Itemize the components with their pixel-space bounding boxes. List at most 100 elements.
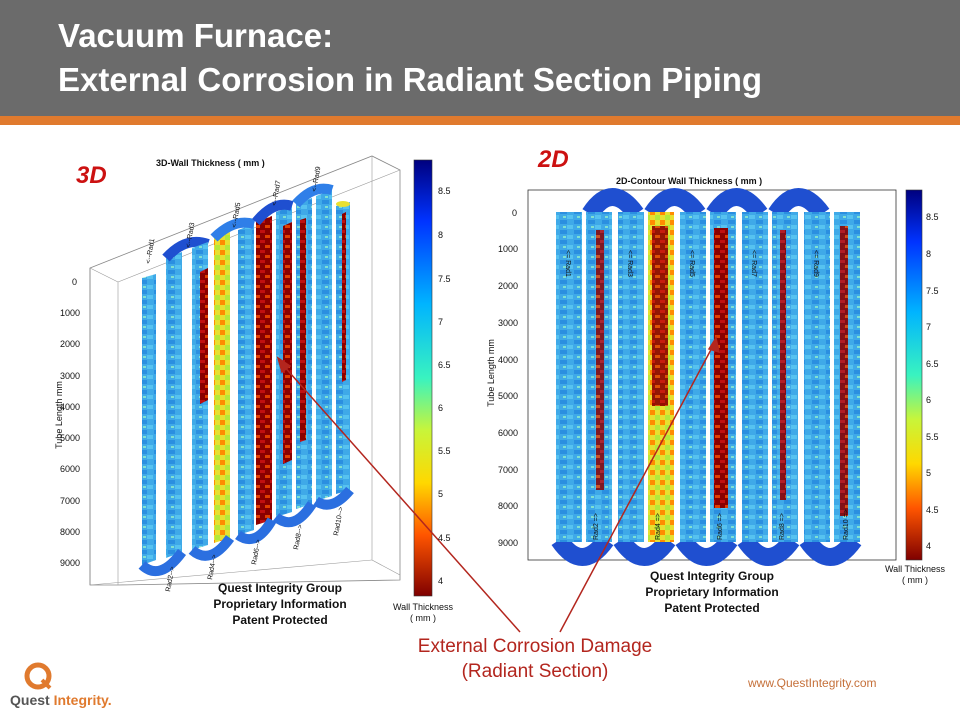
tag-3d-rad1: <--Rad1 bbox=[145, 238, 156, 264]
cb3d-tick-8: 8 bbox=[438, 230, 444, 240]
cb3d-tick-6-5: 6.5 bbox=[438, 360, 451, 370]
colorbar-3d-label: Wall Thickness ( mm ) bbox=[388, 602, 458, 624]
y3d-tick-7000: 7000 bbox=[60, 496, 81, 506]
plot-2d-title: 2D-Contour Wall Thickness ( mm ) bbox=[616, 176, 763, 186]
colorbar-2d bbox=[905, 189, 923, 561]
y2d-tick-6000: 6000 bbox=[498, 428, 519, 438]
tag-2d-rad8: Rad8 => bbox=[779, 513, 786, 540]
tube-3d-1 bbox=[142, 274, 156, 565]
tag-2d-rad10: Rad10 => bbox=[843, 509, 850, 540]
tube-2d-3 bbox=[618, 212, 644, 542]
cb3d-tick-5: 5 bbox=[438, 489, 444, 499]
damage-line1: External Corrosion Damage bbox=[417, 636, 653, 657]
tube-3d-4 bbox=[188, 232, 235, 561]
tag-3d-rad9: <--Rad9 bbox=[311, 166, 322, 192]
plot-2d-ylabel: Tube Length mm bbox=[486, 339, 496, 407]
cb3d-tick-8-5: 8.5 bbox=[438, 186, 451, 196]
y3d-tick-1000: 1000 bbox=[60, 308, 81, 318]
y3d-tick-2000: 2000 bbox=[60, 339, 81, 349]
y2d-tick-2000: 2000 bbox=[498, 281, 519, 291]
tag-3d-rad4: Rad4--> bbox=[207, 554, 218, 580]
cb2d-label-line2: ( mm ) bbox=[902, 575, 928, 585]
damage-line2: (Radiant Section) bbox=[461, 661, 609, 682]
cb2d-tick-5-5: 5.5 bbox=[926, 432, 939, 442]
quest-logo-icon bbox=[24, 662, 52, 690]
cb3d-tick-4-5: 4.5 bbox=[438, 533, 451, 543]
y3d-tick-5000: 5000 bbox=[60, 433, 81, 443]
cb2d-tick-8-5: 8.5 bbox=[926, 212, 939, 222]
website-link[interactable]: www.QuestIntegrity.com bbox=[748, 676, 877, 690]
cb3d-label-line1: Wall Thickness bbox=[392, 602, 454, 612]
y2d-tick-8000: 8000 bbox=[498, 501, 519, 511]
cb3d-tick-7-5: 7.5 bbox=[438, 274, 451, 284]
label-2d: 2D bbox=[538, 146, 569, 173]
y3d-tick-3000: 3000 bbox=[60, 371, 81, 381]
tag-3d-rad5: <--Rad5 bbox=[231, 202, 242, 228]
colorbar-3d bbox=[413, 159, 433, 597]
header-banner bbox=[0, 0, 960, 116]
cb3d-label-line2: ( mm ) bbox=[410, 613, 436, 623]
tag-3d-rad10: Rad10--> bbox=[333, 506, 345, 536]
cb2d-tick-4: 4 bbox=[926, 541, 932, 551]
plot-3d bbox=[89, 155, 401, 586]
caption-3d-line3: Patent Protected bbox=[232, 613, 328, 627]
tube-3d-3 bbox=[192, 242, 208, 550]
y2d-tick-5000: 5000 bbox=[498, 391, 519, 401]
cb2d-tick-5: 5 bbox=[926, 468, 932, 478]
tube-2d-9 bbox=[804, 212, 830, 542]
title-line-1: Vacuum Furnace: bbox=[58, 17, 334, 54]
tube-3d-8 bbox=[272, 198, 317, 528]
caption-3d: Quest Integrity Group Proprietary Inform… bbox=[190, 580, 370, 628]
cb3d-tick-7: 7 bbox=[438, 317, 444, 327]
tube-2d-7 bbox=[742, 212, 768, 542]
tag-3d-rad6: Rad6--> bbox=[251, 539, 262, 565]
tag-2d-rad9: <= Rad9 bbox=[812, 250, 819, 277]
tag-2d-rad1: <= Rad1 bbox=[564, 250, 571, 277]
cb2d-tick-7-5: 7.5 bbox=[926, 286, 939, 296]
caption-2d-line3: Patent Protected bbox=[664, 601, 760, 615]
cb2d-tick-4-5: 4.5 bbox=[926, 505, 939, 515]
tag-3d-rad3: <--Rad3 bbox=[185, 222, 196, 248]
y2d-tick-1000: 1000 bbox=[498, 244, 519, 254]
plot-2d bbox=[527, 188, 897, 566]
y3d-tick-4000: 4000 bbox=[60, 402, 81, 412]
tag-2d-rad6: Rad6 => bbox=[717, 513, 724, 540]
plot-3d-ylabel: Tube Length mm bbox=[54, 381, 64, 449]
colorbar-2d-label: Wall Thickness ( mm ) bbox=[880, 564, 950, 586]
slide-title: Vacuum Furnace: External Corrosion in Ra… bbox=[58, 14, 762, 102]
tag-2d-rad4: Rad4 => bbox=[655, 513, 662, 540]
y2d-tick-7000: 7000 bbox=[498, 465, 519, 475]
cb2d-tick-6-5: 6.5 bbox=[926, 359, 939, 369]
cb3d-tick-4: 4 bbox=[438, 576, 444, 586]
tag-2d-rad3: <= Rad3 bbox=[626, 250, 633, 277]
caption-3d-line2: Proprietary Information bbox=[213, 597, 347, 611]
tag-3d-rad8: Rad8--> bbox=[293, 524, 304, 550]
cb2d-label-line1: Wall Thickness bbox=[884, 564, 946, 574]
tube-2d-1 bbox=[556, 212, 582, 542]
tag-3d-rad7: <--Rad7 bbox=[271, 180, 282, 206]
tube-3d-2 bbox=[138, 236, 210, 577]
y2d-tick-9000: 9000 bbox=[498, 538, 519, 548]
y2d-tick-0: 0 bbox=[512, 208, 518, 218]
plot-3d-title: 3D-Wall Thickness ( mm ) bbox=[156, 158, 265, 168]
y3d-tick-8000: 8000 bbox=[60, 527, 81, 537]
tag-2d-rad7: <= Rad7 bbox=[750, 250, 757, 277]
damage-arrows bbox=[276, 336, 720, 633]
tube-tags-3d: <--Rad1 <--Rad3 <--Rad5 <--Rad7 <--Rad9 … bbox=[145, 166, 345, 592]
tube-3d-10 bbox=[313, 201, 354, 510]
y2d-tick-3000: 3000 bbox=[498, 318, 519, 328]
y3d-tick-6000: 6000 bbox=[60, 464, 81, 474]
tube-3d-5 bbox=[210, 217, 256, 535]
cb2d-tick-6: 6 bbox=[926, 395, 932, 405]
label-3d: 3D bbox=[76, 162, 107, 189]
tube-3d-6 bbox=[235, 216, 277, 544]
y3d-tick-9000: 9000 bbox=[60, 558, 81, 568]
tag-3d-rad2: Rad2--> bbox=[165, 566, 176, 592]
damage-annotation: External Corrosion Damage (Radiant Secti… bbox=[380, 634, 690, 684]
company-logo: Quest Integrity. bbox=[10, 692, 112, 708]
tube-tags-2d: <= Rad1 <= Rad3 <= Rad5 <= Rad7 <= Rad9 … bbox=[564, 250, 850, 540]
tag-2d-rad2: Rad2 => bbox=[593, 513, 600, 540]
y3d-tick-0: 0 bbox=[72, 277, 78, 287]
cb2d-tick-7: 7 bbox=[926, 322, 932, 332]
